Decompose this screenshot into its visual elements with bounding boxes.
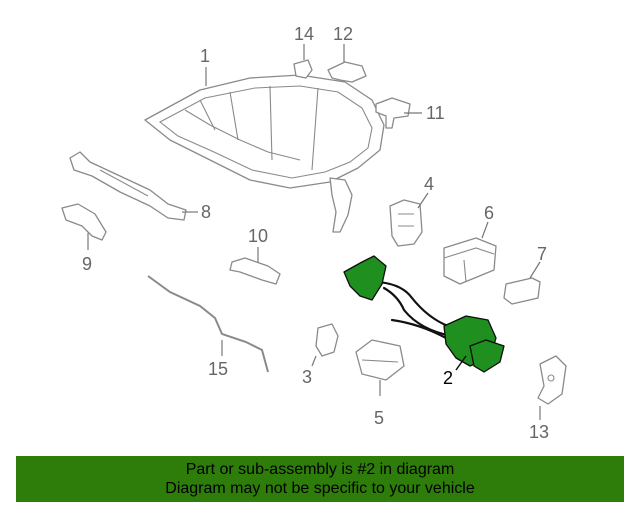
part-12[interactable] bbox=[327, 61, 367, 83]
info-banner: Part or sub-assembly is #2 in diagram Di… bbox=[16, 456, 624, 502]
part-15-cable[interactable] bbox=[147, 275, 269, 373]
part-10[interactable] bbox=[229, 257, 281, 285]
callout-15-label: 15 bbox=[208, 359, 228, 379]
callout-5: 5 bbox=[374, 380, 384, 428]
callout-7-label: 7 bbox=[537, 244, 547, 264]
callout-3-label: 3 bbox=[302, 367, 312, 387]
callout-2-label: 2 bbox=[443, 368, 453, 388]
part-13[interactable] bbox=[537, 355, 567, 405]
callout-14-label: 14 bbox=[294, 24, 314, 44]
banner-line-2: Diagram may not be specific to your vehi… bbox=[165, 480, 475, 497]
callout-10: 10 bbox=[248, 226, 268, 262]
part-6[interactable] bbox=[443, 237, 497, 285]
callout-8-label: 8 bbox=[201, 202, 211, 222]
callout-8: 8 bbox=[182, 202, 211, 222]
callout-15: 15 bbox=[208, 340, 228, 379]
part-3[interactable] bbox=[315, 323, 339, 357]
callout-13-label: 13 bbox=[529, 422, 549, 442]
part-9[interactable] bbox=[61, 203, 107, 241]
callout-12: 12 bbox=[333, 24, 353, 62]
callout-12-label: 12 bbox=[333, 24, 353, 44]
callout-13: 13 bbox=[529, 406, 549, 442]
callout-7: 7 bbox=[529, 244, 547, 279]
banner-line-1: Part or sub-assembly is #2 in diagram bbox=[185, 461, 455, 478]
part-14[interactable] bbox=[293, 59, 313, 79]
callout-6-label: 6 bbox=[484, 203, 494, 223]
callout-9-label: 9 bbox=[82, 254, 92, 274]
callout-5-label: 5 bbox=[374, 408, 384, 428]
callout-9: 9 bbox=[82, 233, 92, 274]
callout-3: 3 bbox=[302, 355, 317, 387]
callout-1: 1 bbox=[200, 46, 210, 86]
callout-4-label: 4 bbox=[424, 174, 434, 194]
part-11[interactable] bbox=[375, 97, 411, 129]
callout-4: 4 bbox=[417, 174, 434, 209]
part-4[interactable] bbox=[389, 199, 423, 247]
callout-6: 6 bbox=[481, 203, 494, 239]
callout-14: 14 bbox=[294, 24, 314, 60]
callout-1-label: 1 bbox=[200, 46, 210, 66]
part-8-linkage[interactable] bbox=[69, 151, 187, 221]
callout-10-label: 10 bbox=[248, 226, 268, 246]
part-7[interactable] bbox=[503, 277, 541, 305]
part-5[interactable] bbox=[355, 339, 405, 381]
callout-2: 2 bbox=[443, 355, 467, 388]
part-1-top-frame[interactable] bbox=[144, 74, 385, 233]
callout-11-label: 11 bbox=[426, 103, 445, 123]
callout-11: 11 bbox=[404, 103, 445, 123]
part-2-highlighted[interactable] bbox=[343, 255, 505, 373]
